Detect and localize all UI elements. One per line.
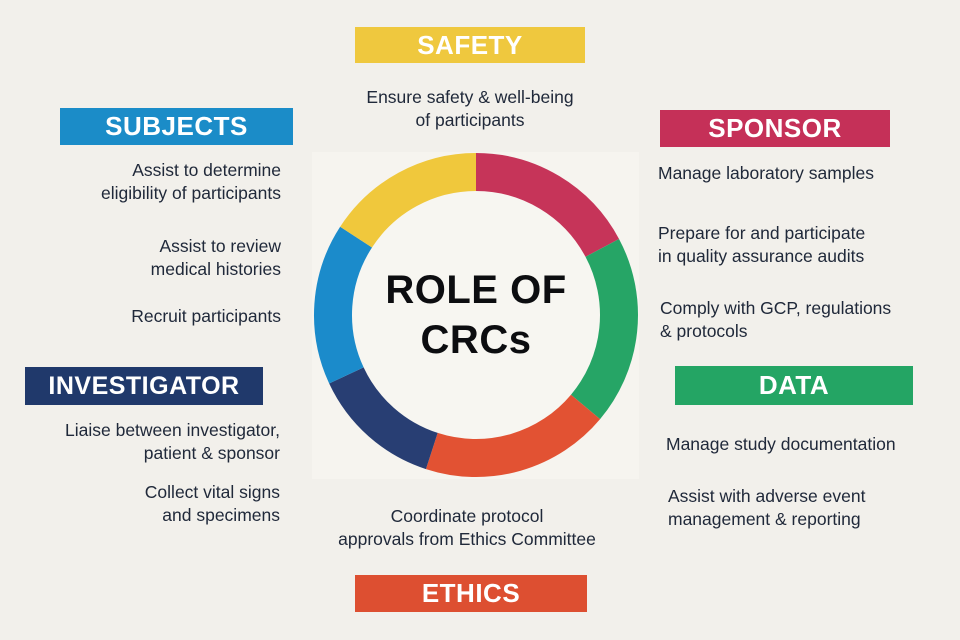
data-item-2: Assist with adverse event management & r… — [668, 486, 866, 529]
ethics-description: Coordinate protocol approvals from Ethic… — [338, 506, 596, 549]
sponsor-item-2: Prepare for and participate in quality a… — [658, 223, 866, 266]
donut-segment-investigator — [329, 366, 439, 470]
section-banner-safety: SAFETY — [355, 27, 585, 63]
donut-segment-sponsor — [475, 153, 620, 258]
investigator-item-1: Liaise between investigator, patient & s… — [65, 420, 280, 463]
sponsor-item-3: Comply with GCP, regulations & protocols — [660, 298, 892, 341]
center-title-line2: CRCs — [420, 318, 532, 362]
donut-hole — [352, 191, 600, 439]
section-banner-subjects: SUBJECTS — [60, 108, 293, 145]
donut-segment-ethics — [425, 394, 601, 477]
investigator-item-2: Collect vital signs and specimens — [144, 482, 280, 525]
donut-segment-subjects — [314, 226, 373, 384]
section-banner-data: DATA — [675, 366, 913, 405]
subjects-item-2: Assist to review medical histories — [150, 236, 281, 279]
donut-segment-data — [570, 238, 638, 420]
section-banner-ethics: ETHICS — [355, 575, 587, 612]
subjects-item-3: Recruit participants — [131, 306, 281, 326]
center-title: ROLE OF CRCs — [306, 145, 646, 485]
data-item-1: Manage study documentation — [666, 434, 896, 454]
section-banner-sponsor: SPONSOR — [660, 110, 890, 147]
sponsor-item-1: Manage laboratory samples — [658, 163, 874, 183]
safety-description: Ensure safety & well-being of participan… — [366, 87, 574, 130]
subjects-item-1: Assist to determine eligibility of parti… — [101, 160, 281, 203]
donut-segment-safety — [340, 153, 477, 248]
center-title-line1: ROLE OF — [385, 268, 567, 312]
donut-chart — [314, 153, 638, 477]
section-banner-investigator: INVESTIGATOR — [25, 367, 263, 405]
